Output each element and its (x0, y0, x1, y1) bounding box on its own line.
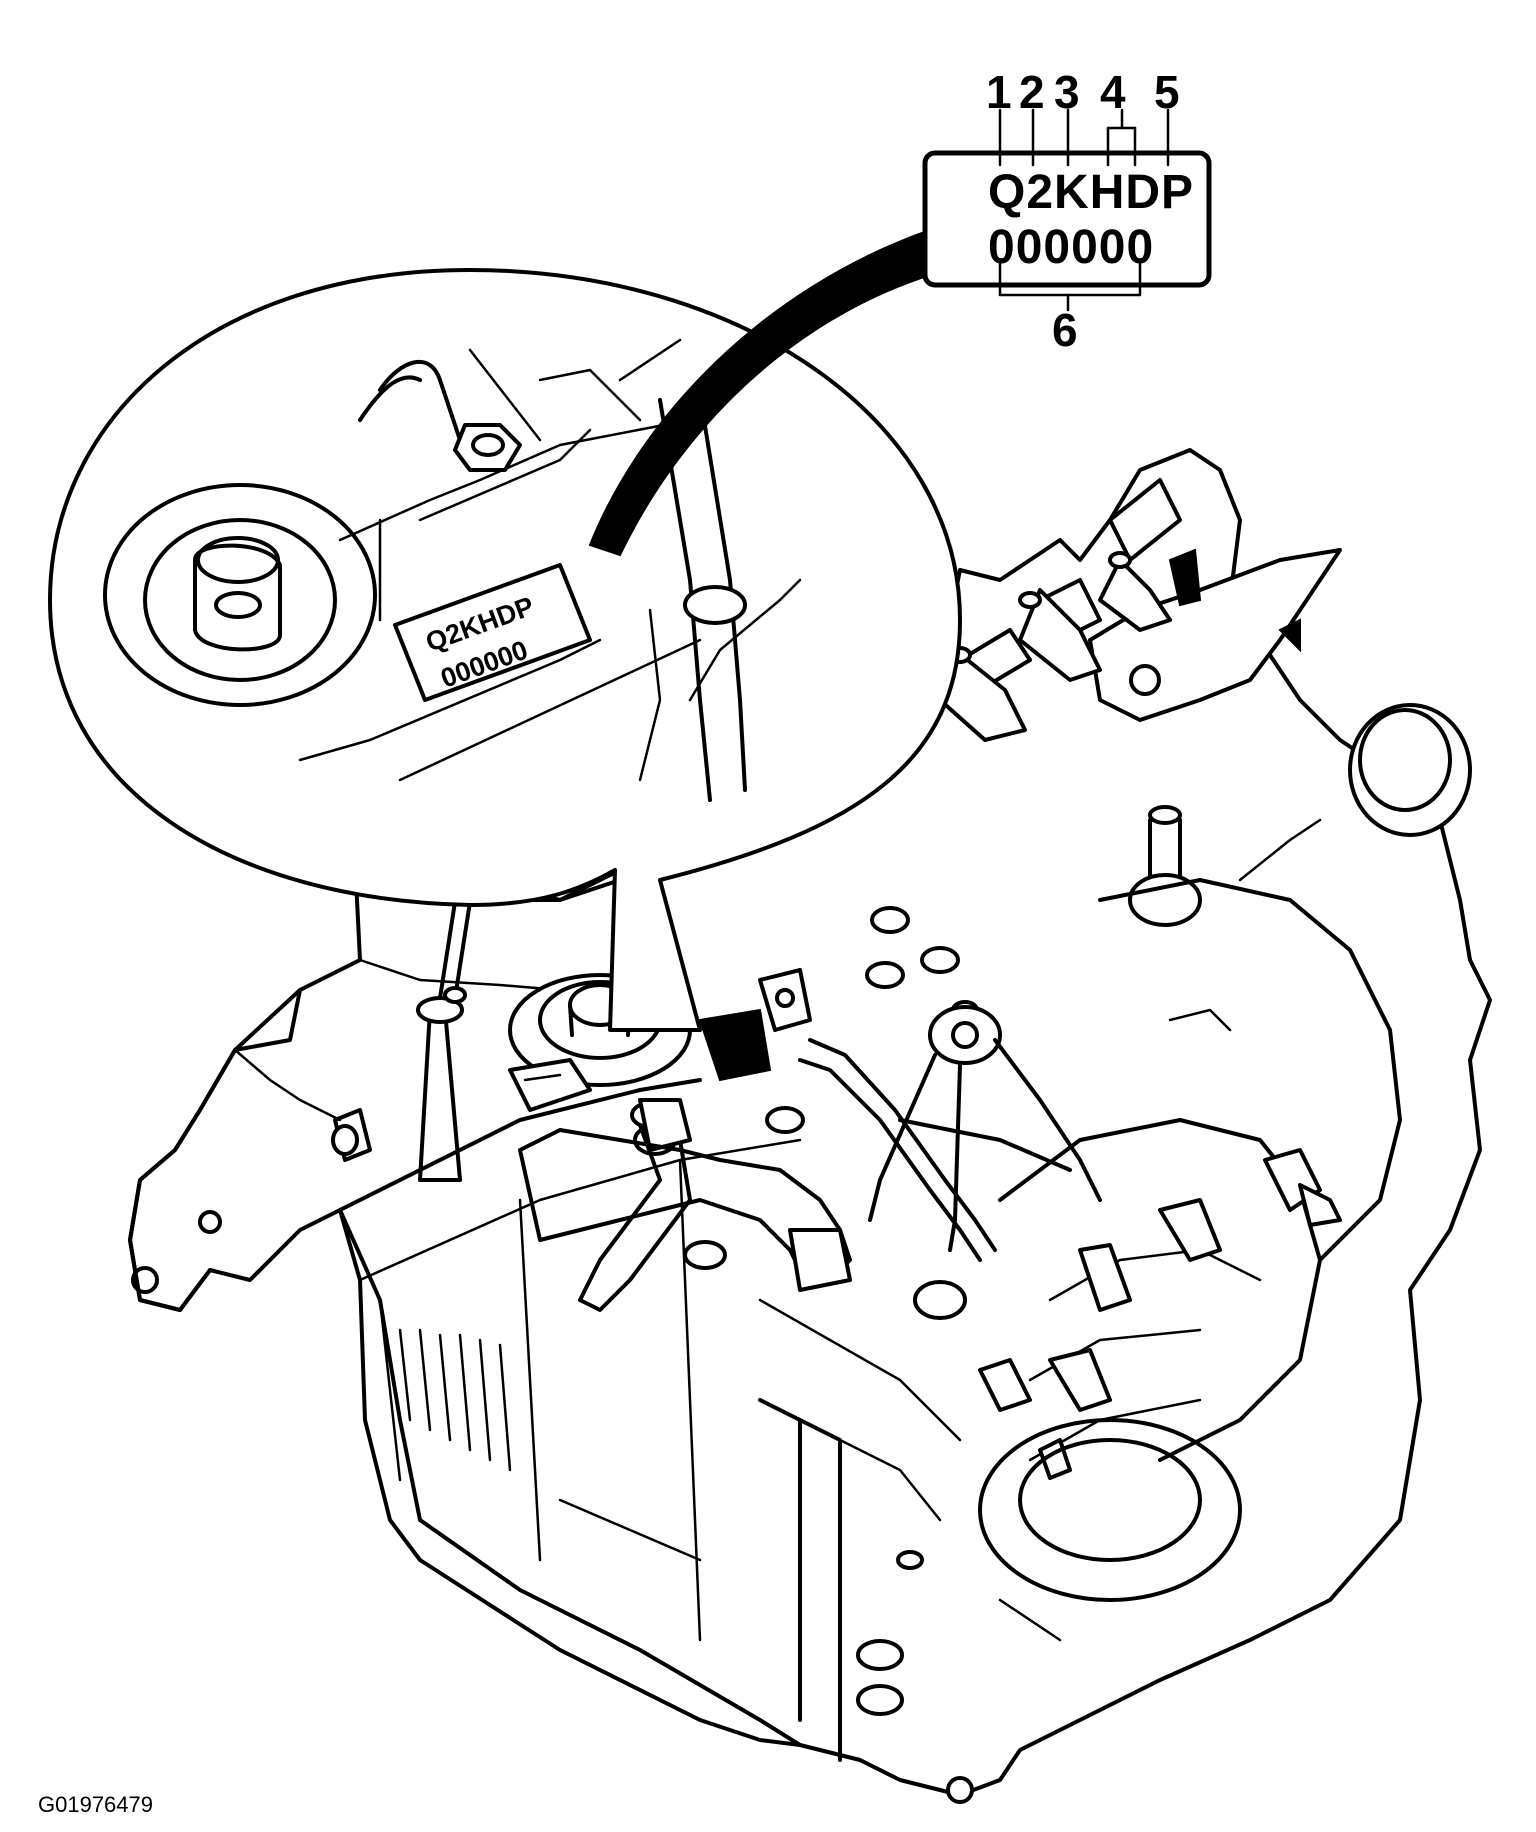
callout-number-4: 4 (1100, 66, 1126, 118)
callout-number-5: 5 (1154, 66, 1180, 118)
callout-number-6: 6 (1052, 304, 1078, 356)
digit-leaders (998, 108, 1170, 167)
serial-bracket (998, 260, 1142, 312)
callout-number-2: 2 (1019, 66, 1045, 118)
callout-number-1: 1 (986, 66, 1012, 118)
callout-plate-code: Q2KHDP (988, 166, 1194, 219)
callout-plate-serial: 000000 (988, 221, 1154, 274)
id-plate-callout: Q2KHDP 000000 1 2 3 4 5 6 (922, 66, 1212, 356)
callout-number-3: 3 (1054, 66, 1080, 118)
tripod-bracket (868, 1005, 1102, 1252)
figure-id: G01976479 (38, 1792, 153, 1817)
magnified-detail: Q2KHDP 000000 (48, 268, 962, 1032)
